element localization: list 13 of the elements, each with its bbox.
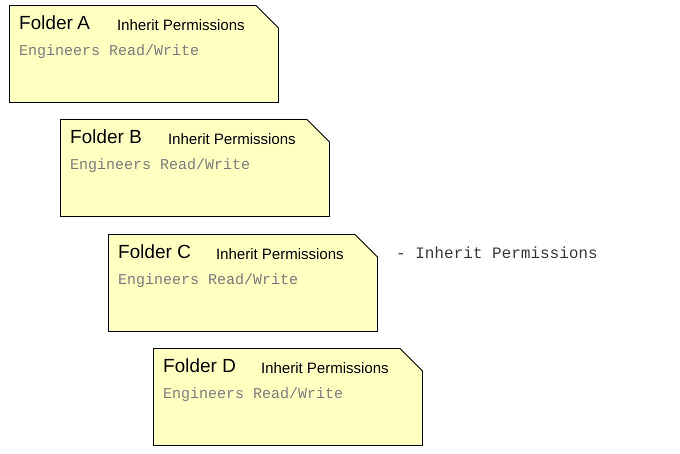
folder-name: Folder B [70,127,142,149]
permission-note: Inherit Permissions [216,246,344,263]
permission-text: Engineers Read/Write [19,43,200,60]
annotation-text: - Inherit Permissions [396,245,598,263]
permission-text: Engineers Read/Write [118,272,298,289]
folder-name: Folder A [19,13,90,35]
permission-note: Inherit Permissions [117,17,245,34]
folder-name: Folder C [118,242,191,264]
folder-name: Folder D [163,356,236,378]
permission-note: Inherit Permissions [168,131,296,148]
permission-text: Engineers Read/Write [163,386,344,403]
permission-note: Inherit Permissions [261,360,389,377]
permission-text: Engineers Read/Write [70,157,250,174]
